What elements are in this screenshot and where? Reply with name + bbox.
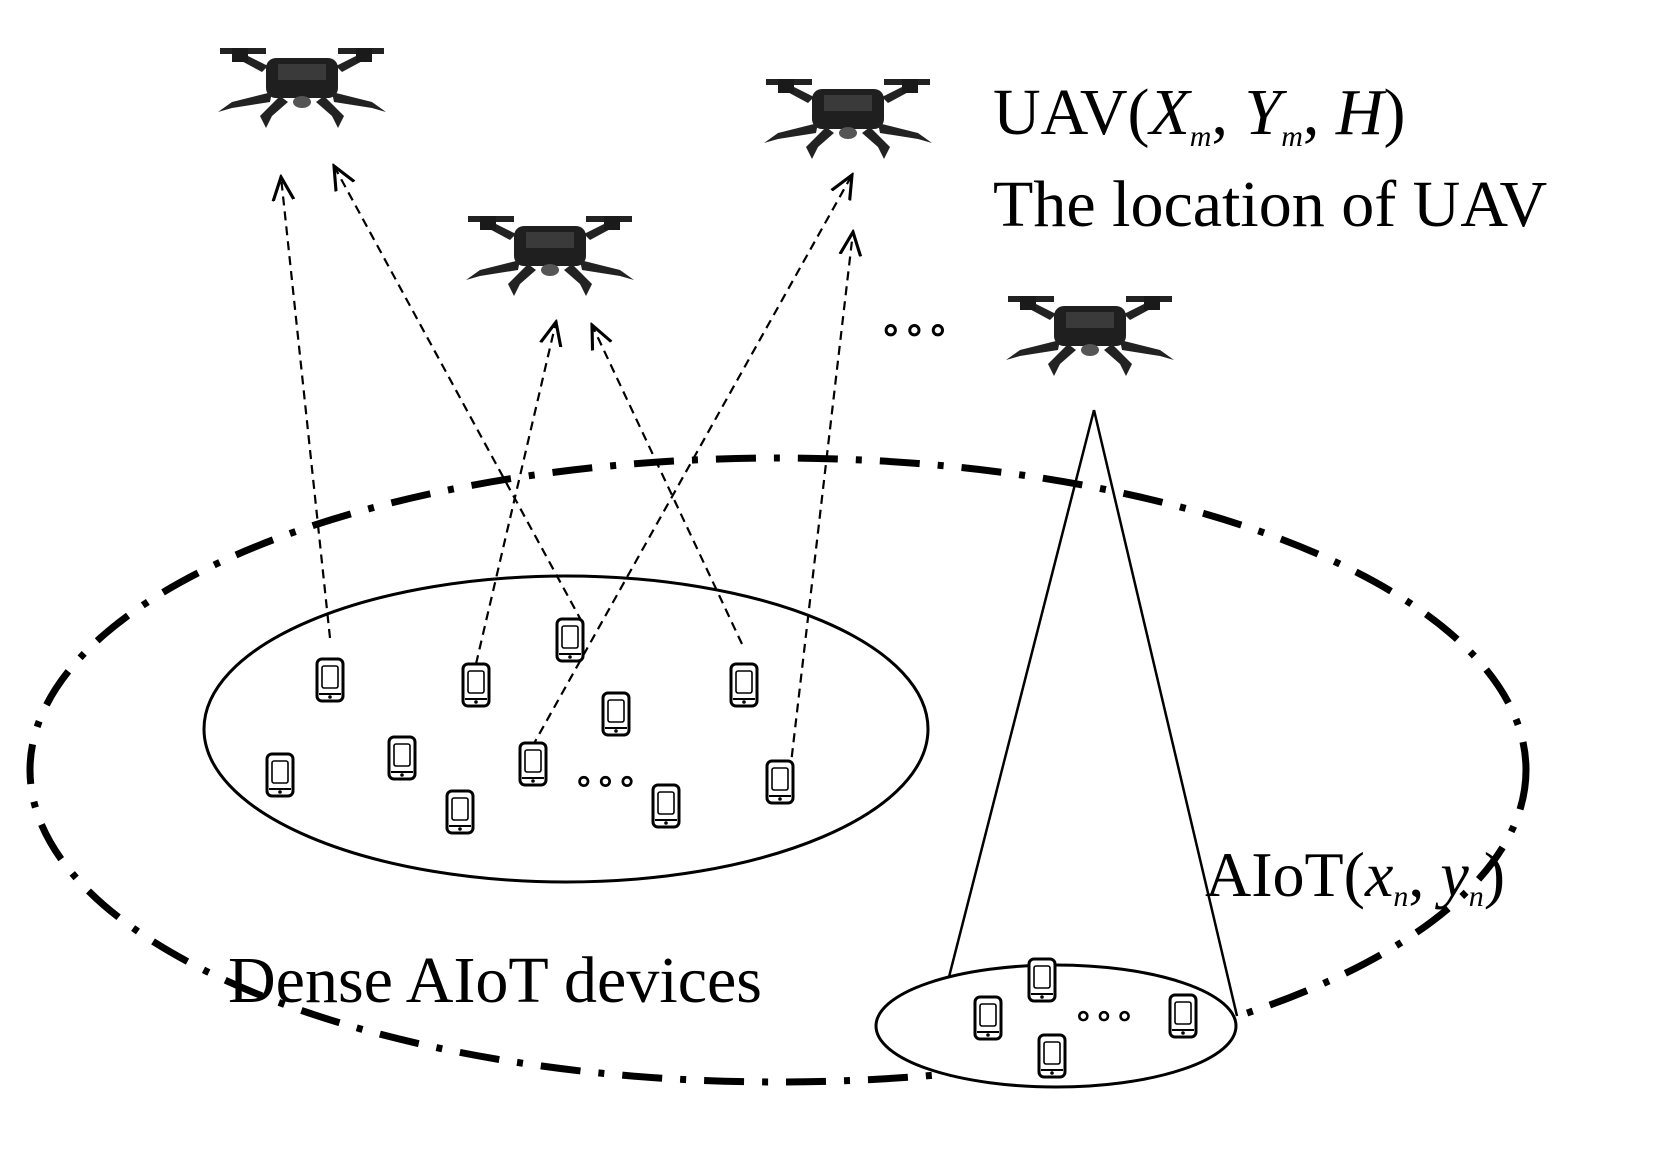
sparse-devices-ellipsis: ∘∘∘ [1074, 995, 1136, 1037]
uplink-arrow [281, 177, 332, 639]
aiot-device-icon [387, 735, 417, 781]
uplink-arrow [334, 166, 583, 623]
uplink-arrows [281, 166, 853, 773]
aiot-device-icon [729, 662, 759, 708]
aiot-device-icon [265, 752, 295, 798]
uav-drone-icon [764, 79, 932, 159]
coverage-cone-right-edge [1092, 409, 1239, 1017]
aiot-device-icon [651, 783, 681, 829]
coverage-area-boundary [26, 454, 1530, 1086]
uplink-arrow [592, 325, 743, 645]
uav-drone-icon [218, 48, 386, 128]
aiot-coordinate-label: AIoT(xn, yn) [1205, 839, 1505, 913]
uav-drone-icon [1006, 296, 1174, 376]
uplink-arrow [788, 232, 853, 773]
uav-coordinate-label: UAV(Xm, Ym, H) [993, 76, 1406, 153]
dense-cluster-boundary [202, 574, 930, 884]
aiot-device-icon [445, 789, 475, 835]
aiot-device-icon [1037, 1033, 1067, 1079]
aiot-device-icon [555, 617, 585, 663]
aiot-device-icon [765, 759, 795, 805]
dense-devices-ellipsis: ∘∘∘ [574, 758, 639, 803]
uav-ellipsis: ∘∘∘ [880, 305, 951, 354]
uav-location-caption: The location of UAV [993, 168, 1547, 241]
uav-drone-icon [466, 216, 634, 296]
aiot-device-icon [973, 995, 1003, 1041]
aiot-device-icon [518, 741, 548, 787]
coverage-cone-left-edge [937, 409, 1096, 1017]
uplink-arrow [531, 175, 852, 748]
dense-aiot-devices [265, 617, 795, 835]
dense-cluster-label: Dense AIoT devices [228, 944, 762, 1017]
aiot-device-icon [461, 662, 491, 708]
aiot-device-icon [601, 691, 631, 737]
aiot-device-icon [1027, 957, 1057, 1003]
uplink-arrow [474, 322, 556, 665]
aiot-device-icon [1168, 993, 1198, 1039]
aiot-device-icon [315, 657, 345, 703]
